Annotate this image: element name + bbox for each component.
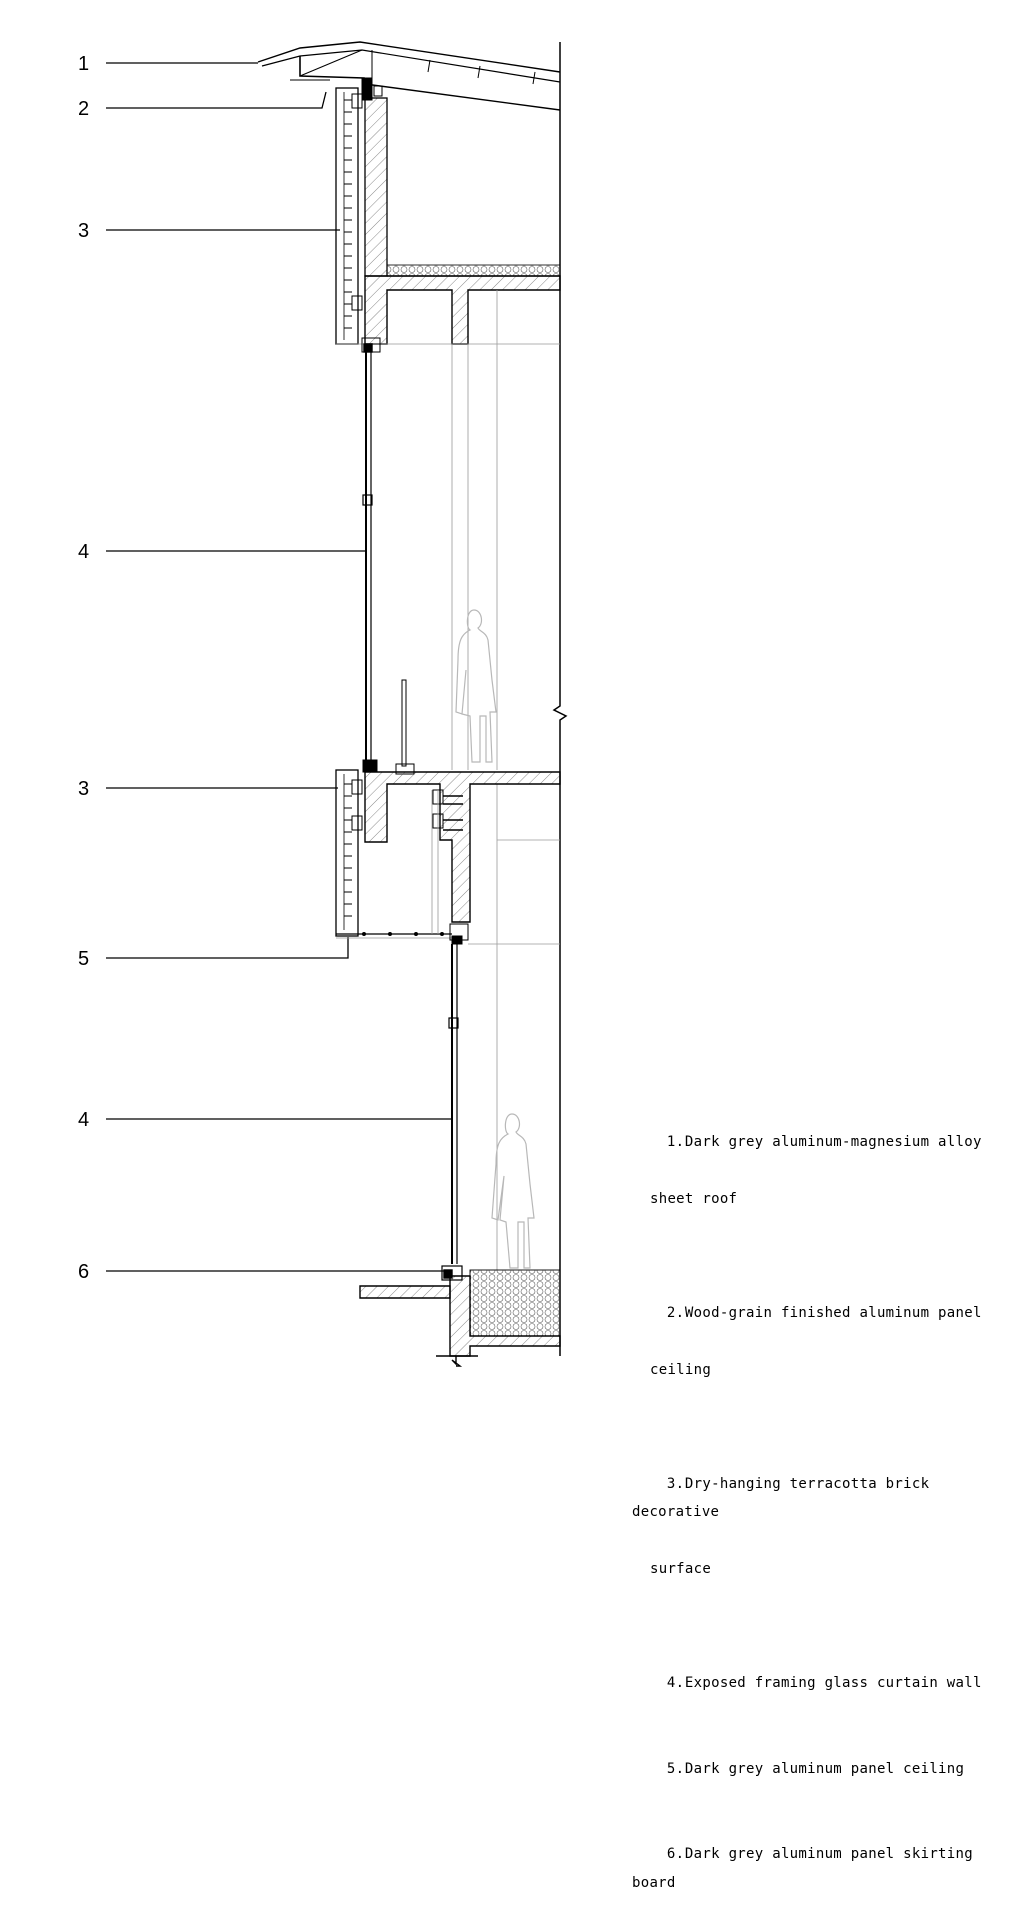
railing-post bbox=[395, 679, 415, 775]
legend-item-2: 2.Wood-grain finished aluminum panel cei… bbox=[650, 1304, 982, 1378]
legend-item-4: 4.Exposed framing glass curtain wall bbox=[666, 1675, 982, 1691]
human-figure-lower bbox=[491, 1113, 535, 1269]
callout-numbers: 1 2 3 4 3 5 4 6 bbox=[78, 53, 89, 1283]
human-figure-upper bbox=[455, 609, 497, 763]
callout-1: 1 bbox=[78, 53, 89, 75]
callout-3a: 3 bbox=[78, 220, 89, 242]
upper-parapet-wall bbox=[364, 97, 561, 277]
callout-3b: 3 bbox=[78, 778, 89, 800]
legend-item-1: 1.Dark grey aluminum-magnesium alloy she… bbox=[650, 1133, 982, 1207]
callout-6: 6 bbox=[78, 1261, 89, 1283]
callout-5: 5 bbox=[78, 948, 89, 970]
legend-item-5: 5.Dark grey aluminum panel ceiling bbox=[666, 1760, 965, 1777]
callout-4b: 4 bbox=[78, 1109, 89, 1131]
leader-5 bbox=[106, 937, 349, 959]
wall-section-drawing: 1 2 3 4 3 5 4 6 bbox=[78, 41, 568, 1367]
upper-terracotta-cladding bbox=[335, 87, 363, 345]
section-break-line bbox=[552, 42, 568, 1356]
upper-floor-slab bbox=[336, 275, 561, 353]
middle-terracotta-cladding bbox=[335, 769, 463, 937]
callout-2: 2 bbox=[78, 98, 89, 120]
legend-item-6: 6.Dark grey aluminum panel skirting boar… bbox=[632, 1846, 982, 1891]
legend: 1.Dark grey aluminum-magnesium alloy she… bbox=[632, 1099, 1022, 1926]
ground-foundation bbox=[359, 1265, 561, 1367]
callout-4a: 4 bbox=[78, 541, 89, 563]
aluminum-ceiling bbox=[336, 790, 452, 939]
curtain-wall-upper bbox=[362, 350, 378, 773]
curtain-wall-lower bbox=[448, 923, 469, 1264]
legend-item-3: 3.Dry-hanging terracotta brick decorativ… bbox=[632, 1475, 939, 1578]
leader-2 bbox=[106, 91, 327, 109]
callout-leaders bbox=[106, 62, 452, 1272]
interior-reference-lines bbox=[451, 290, 560, 1270]
roof-assembly bbox=[257, 41, 561, 111]
middle-floor-slab bbox=[364, 771, 561, 923]
